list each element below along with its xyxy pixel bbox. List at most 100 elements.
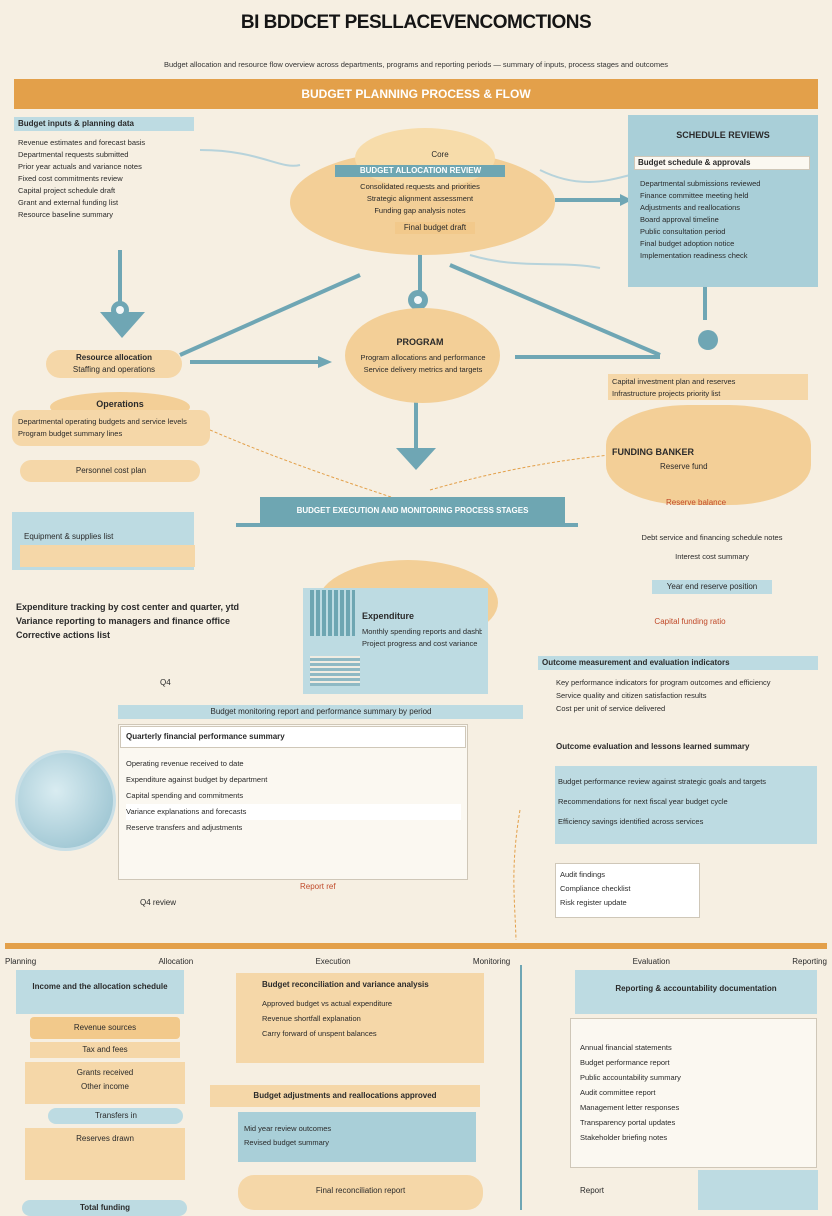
personnel-pill <box>20 460 200 482</box>
performance-review-box <box>555 766 817 844</box>
page-title: BI BDDCET PESLLACEVENCOMCTIONS <box>240 12 592 33</box>
income-item-box <box>25 1062 185 1104</box>
list-item: Tax and fees <box>82 1045 128 1054</box>
program-title: PROGRAM <box>396 337 444 347</box>
right-top-panel <box>628 115 818 287</box>
list-item: Efficiency savings identified across ser… <box>558 817 704 826</box>
right-top-subheading-box <box>634 156 810 170</box>
list-item: Revenue sources <box>73 1023 137 1032</box>
report-rows: Operating revenue received to date Expen… <box>126 756 461 836</box>
list-item: Other income <box>80 1082 130 1091</box>
operations-box <box>12 410 210 446</box>
right-top-subheading: Budget schedule & approvals <box>638 158 751 167</box>
reconciliation-title: Budget reconciliation and variance analy… <box>262 980 429 989</box>
list-item: Management letter responses <box>580 1103 680 1112</box>
list-item: Program budget summary lines <box>18 429 123 438</box>
list-item: Cost per unit of service delivered <box>556 704 666 713</box>
report-title-row <box>120 726 466 748</box>
left-panel-heading-bar <box>14 117 194 131</box>
list-item: Grants received <box>76 1068 134 1077</box>
list-item: Service quality and citizen satisfaction… <box>556 691 707 700</box>
report-header: Budget monitoring report and performance… <box>210 707 432 716</box>
reporting-tag: Report <box>580 1186 605 1195</box>
central-cloud-title-bar <box>335 165 505 177</box>
equipment-inner <box>20 545 195 567</box>
list-item: Departmental operating budgets and servi… <box>18 417 187 426</box>
report-title: Quarterly financial performance summary <box>126 732 285 741</box>
building-icon <box>310 590 355 636</box>
list-item: Project progress and cost variance <box>362 639 478 648</box>
audit-lines: Audit findings Compliance checklist Risk… <box>560 868 695 910</box>
table-row: Capital spending and commitments <box>126 791 244 800</box>
bottom-left-tag: Q4 review <box>140 898 177 907</box>
audit-box <box>555 863 700 918</box>
section-banner: BUDGET PLANNING PROCESS & FLOW <box>14 79 818 109</box>
income-item-bar <box>30 1042 180 1058</box>
income-item-box <box>25 1128 185 1180</box>
program-cloud <box>345 308 500 403</box>
chart-icon <box>310 656 360 686</box>
adjustments-text: Budget adjustments and reallocations app… <box>253 1091 437 1100</box>
table-row: Reserve transfers and adjustments <box>126 823 243 832</box>
left-block: Expenditure tracking by cost center and … <box>16 600 266 642</box>
list-item: Public accountability summary <box>580 1073 681 1082</box>
resource-allocation-title: Resource allocation <box>75 353 153 362</box>
list-item: Monthly spending reports and dashboards <box>362 627 482 636</box>
list-item: Program allocations and performance <box>360 353 486 362</box>
list-item: Reserves drawn <box>76 1134 134 1143</box>
funding-lines: Debt service and financing schedule note… <box>606 525 818 563</box>
reporting-lines: Annual financial statements Budget perfo… <box>580 1040 812 1145</box>
central-cloud-top <box>355 128 495 188</box>
city-lines: Monthly spending reports and dashboards … <box>362 626 482 650</box>
midyear-lines: Mid year review outcomes Revised budget … <box>244 1122 472 1150</box>
operations-title: Operations <box>96 399 144 409</box>
report-table <box>118 724 468 880</box>
report-footer: Report ref <box>300 882 336 891</box>
strip-item: Execution <box>315 957 351 966</box>
personnel-text: Personnel cost plan <box>75 466 147 475</box>
outcome-sub: Outcome evaluation and lessons learned s… <box>556 742 750 751</box>
left-panel-list: Revenue estimates and forecast basis Dep… <box>18 137 198 221</box>
capital-ratio: Capital funding ratio <box>654 617 726 626</box>
list-item: Key performance indicators for program o… <box>556 678 771 687</box>
city-title: Expenditure <box>362 611 415 621</box>
equipment-text: Equipment & supplies list <box>24 532 114 541</box>
list-item: Service delivery metrics and targets <box>363 365 483 374</box>
list-item: Stakeholder briefing notes <box>580 1133 668 1142</box>
list-item: Prior year actuals and variance notes <box>18 162 142 171</box>
list-item: Budget performance review against strate… <box>558 777 767 786</box>
list-item: Approved budget vs actual expenditure <box>262 999 393 1008</box>
list-item: Board approval timeline <box>640 215 719 224</box>
capital-plan-box <box>608 374 808 400</box>
list-item: Adjustments and reallocations <box>640 203 741 212</box>
income-heading: Income and the allocation schedule <box>32 982 168 991</box>
right-top-heading: SCHEDULE REVIEWS <box>676 130 770 140</box>
list-item: Capital investment plan and reserves <box>612 377 736 386</box>
funding-sub: Reserve fund <box>660 462 708 471</box>
list-item: Finance committee meeting held <box>640 191 749 200</box>
central-cloud-title: BUDGET ALLOCATION REVIEW <box>359 166 482 175</box>
capital-plan-lines: Capital investment plan and reserves Inf… <box>612 376 807 400</box>
income-item-bar <box>30 1017 180 1039</box>
final-reconciliation-box <box>238 1175 483 1210</box>
strip-item: Planning <box>5 957 37 966</box>
list-item: Variance reporting to managers and finan… <box>16 616 231 626</box>
list-item: Recommendations for next fiscal year bud… <box>558 797 728 806</box>
list-item: Revenue shortfall explanation <box>262 1014 361 1023</box>
funding-label: Reserve balance <box>666 498 727 507</box>
strip-item: Reporting <box>792 957 827 966</box>
reporting-heading: Reporting & accountability documentation <box>615 984 777 993</box>
footer-strip: Planning Allocation Execution Monitoring… <box>5 957 827 966</box>
reporting-panel <box>570 1018 817 1168</box>
page-subtitle: Budget allocation and resource flow over… <box>163 60 668 69</box>
list-item: Departmental requests submitted <box>18 150 129 159</box>
divider-bar <box>5 943 827 949</box>
list-item: Corrective actions list <box>16 630 111 640</box>
globe-icon <box>15 750 116 851</box>
outcome-heading-bar <box>538 656 818 670</box>
list-item: Resource baseline summary <box>18 210 114 219</box>
strip-item: Evaluation <box>632 957 670 966</box>
list-item: Expenditure tracking by cost center and … <box>16 602 240 612</box>
list-item: Audit findings <box>560 870 606 879</box>
list-item: Risk register update <box>560 898 627 907</box>
